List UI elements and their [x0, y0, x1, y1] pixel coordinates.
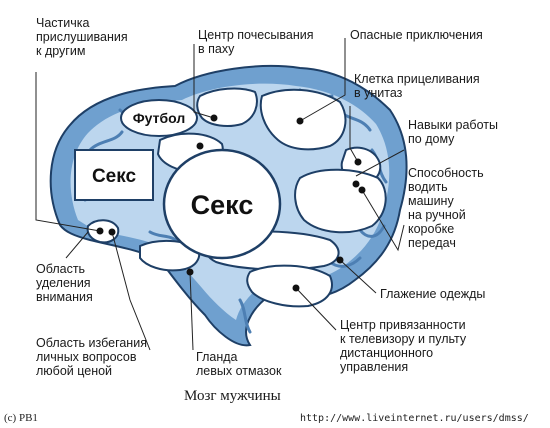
label-adventures: Опасные приключения	[350, 28, 483, 42]
region-scratch	[196, 87, 258, 127]
diagram-caption: Мозг мужчины	[184, 388, 281, 404]
label-driving: Способность водить машину на ручной коро…	[408, 166, 484, 250]
sex-big-label: Секс	[191, 190, 254, 220]
footer-copyright: (c) PB1	[4, 412, 38, 424]
label-avoid: Область избегания личных вопросов любой …	[36, 336, 147, 378]
footer-url[interactable]: http://www.liveinternet.ru/users/dmss/	[300, 413, 529, 424]
label-listening: Частичка прислушивания к другим	[36, 16, 128, 58]
region-sex-small	[74, 149, 154, 201]
region-excuses	[139, 240, 201, 272]
region-remote	[246, 264, 333, 308]
region-football	[120, 99, 198, 137]
football-label: Футбол	[133, 110, 186, 126]
label-excuses: Гланда левых отмазок	[196, 350, 282, 378]
label-aim: Клетка прицеливания в унитаз	[354, 72, 480, 100]
leader-lines	[35, 38, 405, 351]
label-remote: Центр привязанности к телевизору и пульт…	[340, 318, 467, 374]
sex-small-label: Секс	[92, 166, 137, 187]
label-scratch: Центр почесывания в паху	[198, 28, 314, 56]
label-ironing: Глажение одежды	[380, 287, 486, 301]
region-driving	[294, 168, 387, 234]
label-housework: Навыки работы по дому	[408, 118, 498, 146]
label-attention: Область уделения внимания	[36, 262, 93, 304]
region-sex-big	[162, 148, 282, 260]
leader-dots	[96, 114, 366, 292]
